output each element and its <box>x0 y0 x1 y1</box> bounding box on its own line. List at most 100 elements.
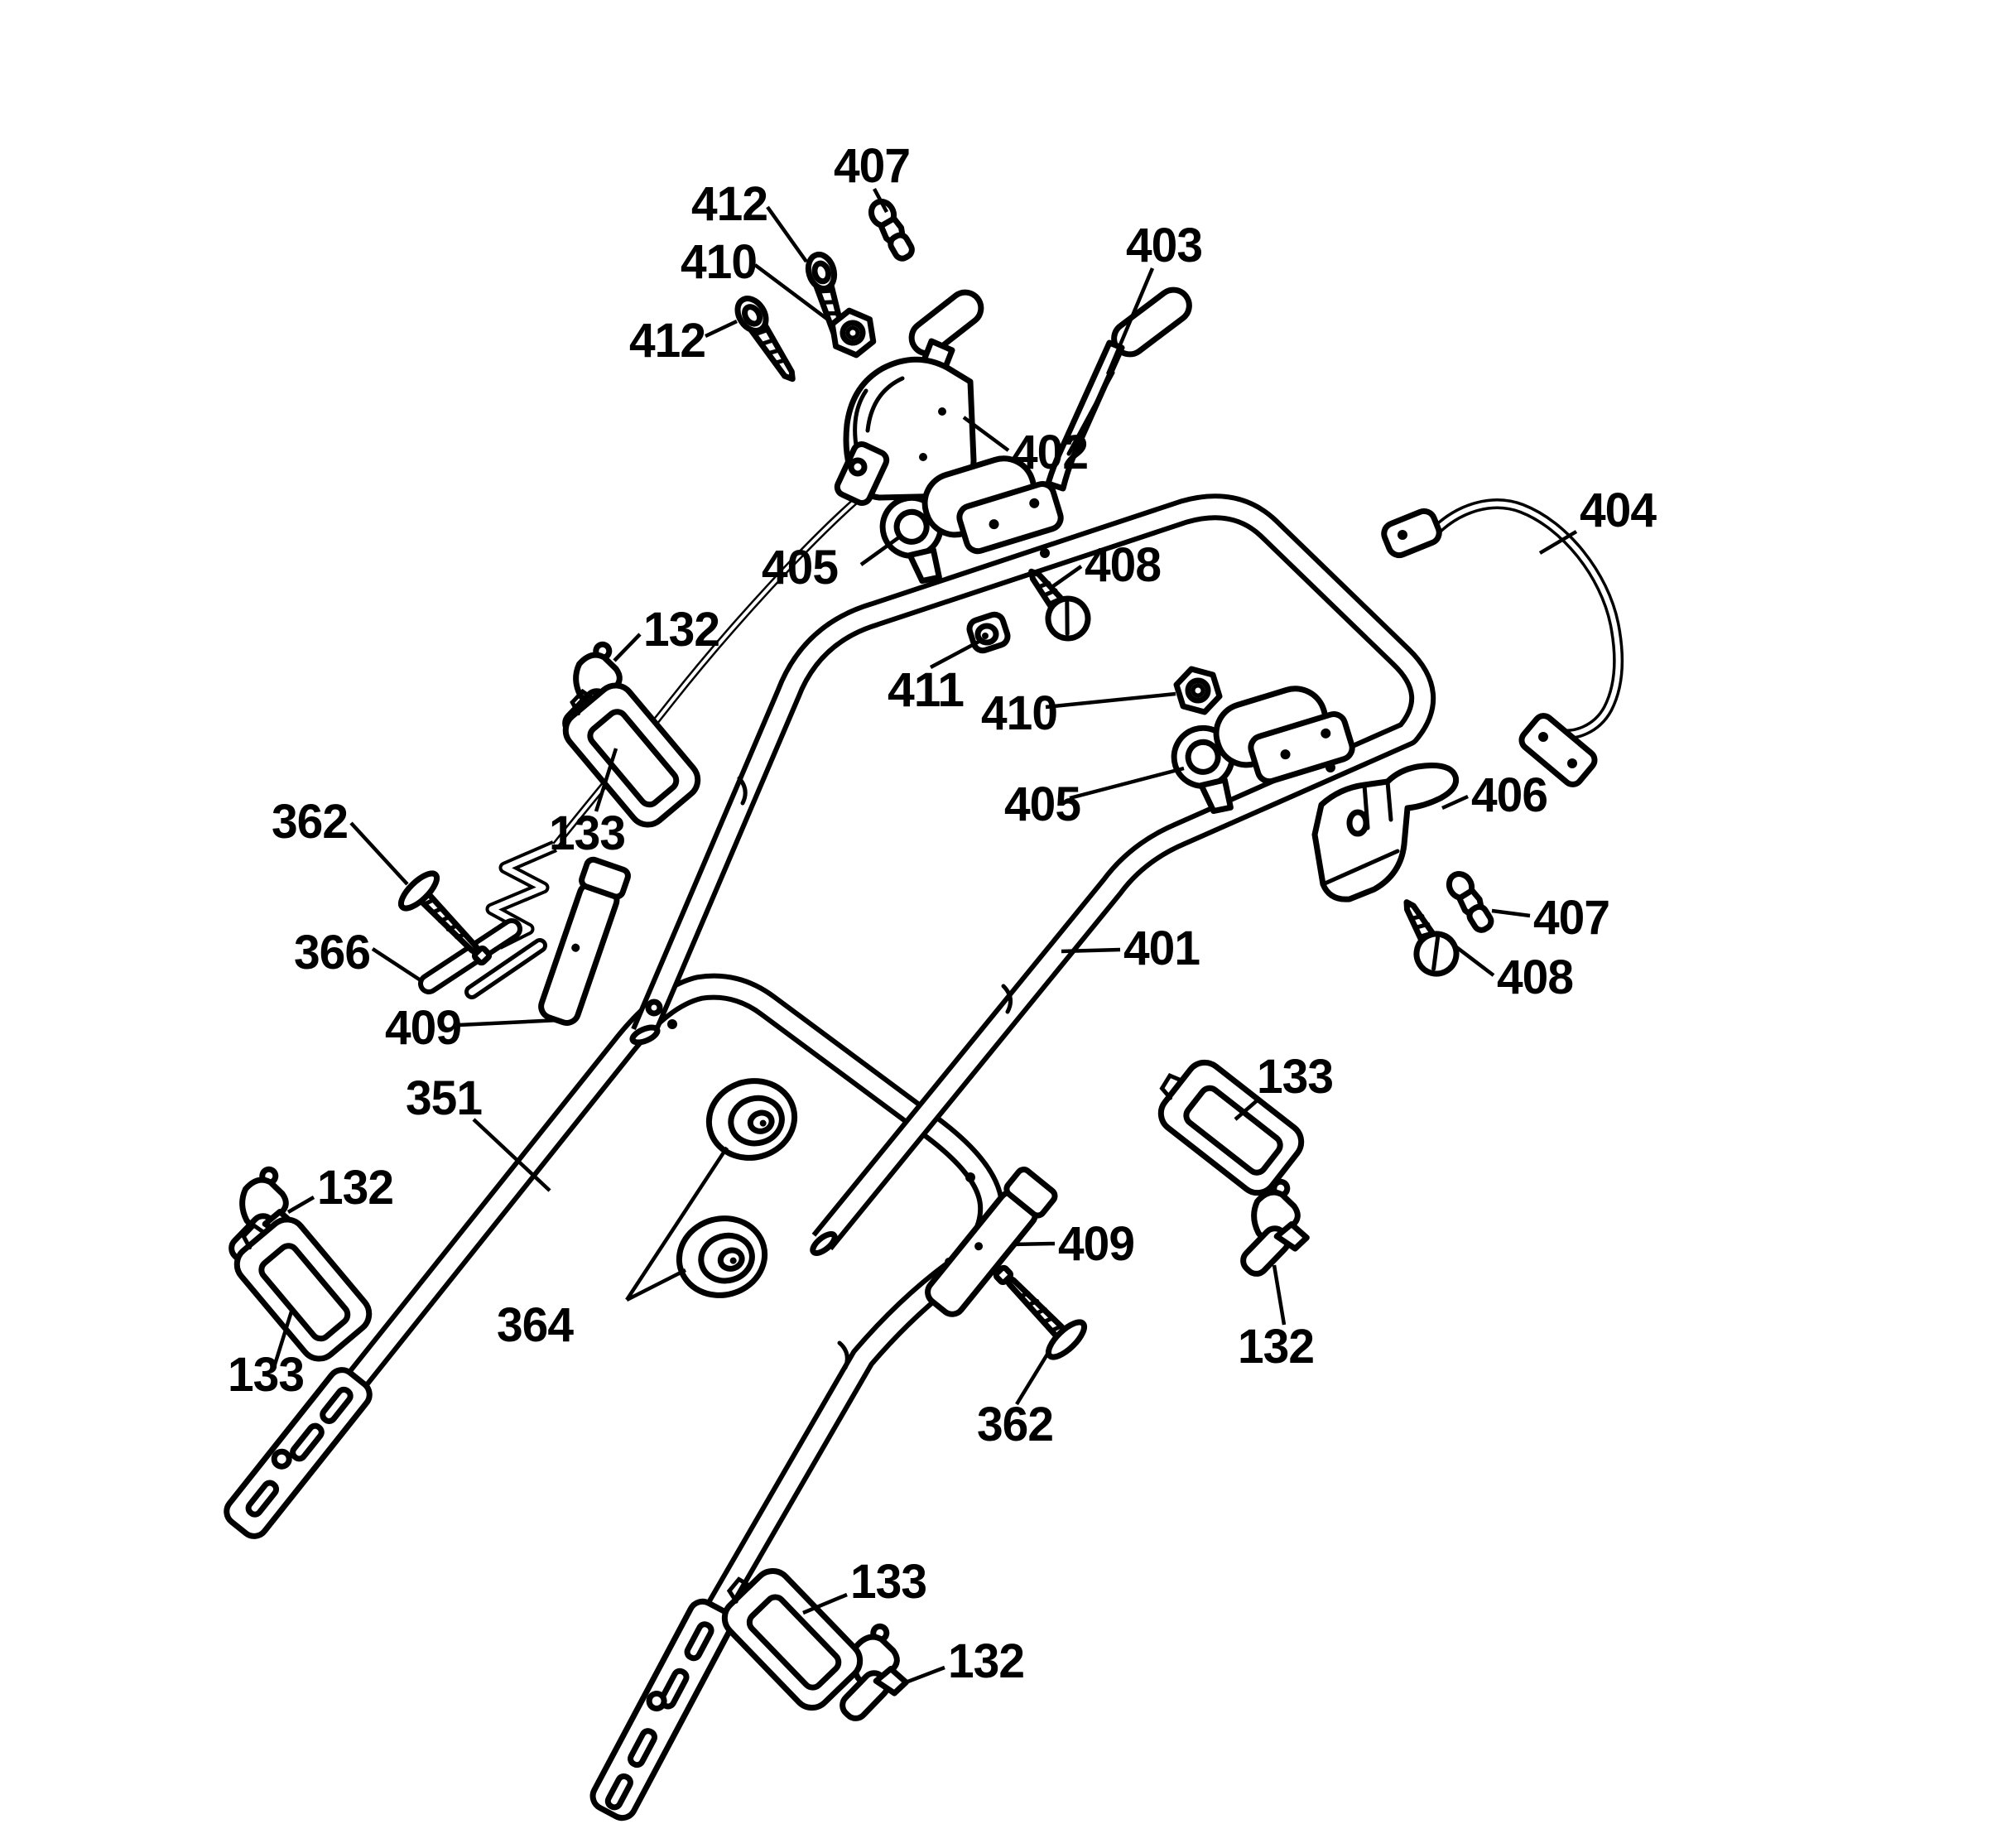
engine-control-cable <box>418 488 868 999</box>
part-number-text: 132 <box>643 603 719 657</box>
part-number-text: 362 <box>977 1398 1053 1451</box>
part-number-text: 132 <box>1238 1320 1314 1374</box>
part-number-text: 133 <box>228 1348 304 1402</box>
part-number-text: 133 <box>549 806 625 860</box>
part-number-text: 411 <box>888 663 964 717</box>
part-number-text: 407 <box>834 139 910 193</box>
part-label-351-21: 351 <box>406 1071 551 1192</box>
handle-grip-right <box>925 1167 1058 1317</box>
part-label-133-12: 133 <box>549 748 626 860</box>
leader-line <box>349 821 409 886</box>
part-label-407-18: 407 <box>1491 891 1610 945</box>
part-label-132-30: 132 <box>905 1634 1025 1688</box>
part-label-402-5: 402 <box>962 416 1089 479</box>
leader-line <box>873 187 888 214</box>
leader-line <box>472 1118 551 1192</box>
part-label-133-22: 133 <box>1234 1050 1334 1121</box>
part-number-text: 404 <box>1580 484 1657 537</box>
leader-line <box>625 1268 687 1302</box>
bolt-407-top <box>867 198 916 262</box>
leader-line <box>766 205 808 263</box>
part-number-text: 408 <box>1497 950 1573 1004</box>
screw-412-lower <box>732 293 804 385</box>
part-number-text: 366 <box>294 926 370 979</box>
leader-line <box>1051 565 1083 588</box>
tube-joint-marks <box>737 776 1013 1370</box>
part-number-text: 409 <box>1058 1217 1134 1271</box>
lower-handle-right-strap <box>589 1598 735 1822</box>
part-number-text: 409 <box>385 1001 461 1055</box>
part-label-366-16: 366 <box>294 926 422 982</box>
part-number-text: 412 <box>691 177 767 231</box>
part-label-412-3: 412 <box>629 314 738 368</box>
part-label-406-14: 406 <box>1441 768 1548 822</box>
part-number-text: 401 <box>1123 922 1200 975</box>
handle-grip-left <box>538 856 631 1026</box>
part-number-text: 362 <box>272 795 348 849</box>
part-label-410-11: 410 <box>981 686 1176 740</box>
part-label-403-4: 403 <box>1105 219 1203 375</box>
leader-line <box>1451 942 1495 977</box>
part-label-408-20: 408 <box>1451 942 1574 1004</box>
handle-bracket <box>1311 763 1460 902</box>
guide-rod-bracket <box>1518 713 1598 787</box>
part-label-404-8: 404 <box>1538 484 1657 555</box>
leader-line <box>1061 947 1121 954</box>
part-number-text: 407 <box>1533 891 1609 945</box>
cable-guide-rod <box>1381 498 1624 787</box>
bail-control-rod <box>1045 286 1192 492</box>
leader-line <box>613 633 642 662</box>
wing-knob-lower <box>671 1209 773 1305</box>
part-number-text: 406 <box>1471 768 1547 822</box>
part-label-133-24: 133 <box>228 1311 305 1402</box>
leader-line <box>929 639 982 669</box>
tube-end-opening <box>629 1024 661 1046</box>
part-number-text: 402 <box>1012 426 1088 479</box>
leader-line <box>1272 1264 1287 1326</box>
part-number-text: 410 <box>681 235 757 289</box>
part-label-133-29: 133 <box>802 1555 927 1615</box>
part-number-text: 412 <box>629 314 705 368</box>
part-label-362-28: 362 <box>977 1351 1054 1451</box>
part-number-text: 405 <box>1004 777 1080 831</box>
part-label-405-13: 405 <box>1004 766 1185 831</box>
part-number-text: 410 <box>981 686 1057 740</box>
part-number-text: 408 <box>1085 538 1161 592</box>
tube-end-opening <box>810 1231 838 1256</box>
part-number-text: 405 <box>762 541 838 594</box>
screw-408-right <box>1389 893 1464 981</box>
nut-410-right <box>1176 669 1220 712</box>
part-label-410-2: 410 <box>681 235 836 326</box>
leader-line <box>753 263 836 326</box>
part-label-132-23: 132 <box>286 1161 394 1215</box>
leader-line <box>859 533 904 566</box>
leader-line <box>286 1196 315 1214</box>
part-label-364-25: 364 <box>497 1146 729 1352</box>
throttle-lever-grip <box>908 289 984 357</box>
part-label-401-19: 401 <box>1061 922 1200 975</box>
part-label-362-15: 362 <box>272 795 409 886</box>
part-label-409-17: 409 <box>385 1001 560 1055</box>
part-label-409-26: 409 <box>1011 1217 1135 1271</box>
handle-assembly <box>205 198 1624 1822</box>
part-number-text: 132 <box>317 1161 393 1215</box>
leader-line <box>1045 691 1176 710</box>
leader-line <box>1538 530 1578 555</box>
part-number-text: 351 <box>406 1071 482 1125</box>
leader-line <box>371 947 422 982</box>
leader-line <box>705 319 738 339</box>
leader-line <box>962 416 1010 452</box>
part-label-412-1: 412 <box>691 177 808 263</box>
nut-411 <box>966 611 1011 654</box>
part-label-405-6: 405 <box>762 533 904 594</box>
part-number-text: 133 <box>850 1555 926 1609</box>
leader-line <box>1491 908 1531 918</box>
part-label-132-27: 132 <box>1238 1264 1315 1374</box>
leader-line <box>272 1311 294 1365</box>
part-label-408-7: 408 <box>1051 538 1162 592</box>
guide-rod-tab <box>1381 508 1442 559</box>
wing-knob-upper <box>700 1071 803 1167</box>
